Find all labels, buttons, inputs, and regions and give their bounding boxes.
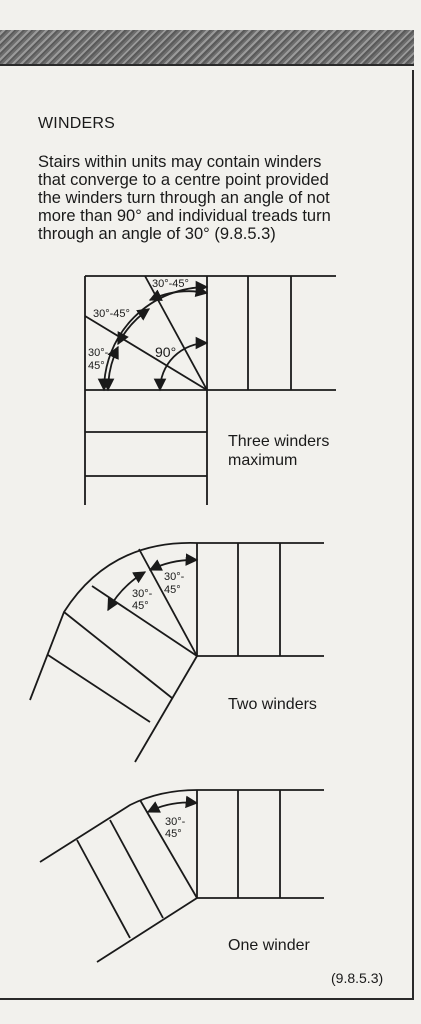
angle-label: 30°- (165, 816, 186, 828)
three-winders-caption: Three winders maximum (228, 432, 329, 470)
header-bar (0, 30, 414, 66)
two-winders-caption: Two winders (228, 696, 317, 713)
intro-line: Stairs within units may contain winders (38, 153, 322, 171)
one-winder-diagram (39, 789, 324, 963)
angle-label: 30°-45° (93, 308, 130, 320)
caption-line: Three winders (228, 433, 330, 450)
right-angle-label: 90° (155, 344, 176, 360)
three-winders-diagram (84, 275, 336, 505)
intro-line: more than 90° and individual treads turn (38, 207, 331, 225)
angle-label: 45° (165, 828, 182, 840)
angle-label: 45° (88, 360, 105, 372)
angle-label: 30°- (88, 347, 109, 359)
section-title: WINDERS (38, 115, 115, 132)
intro-line: that converge to a centre point provided (38, 171, 329, 189)
angle-label: 30°- (164, 571, 185, 583)
reference-label: (9.8.5.3) (331, 970, 384, 986)
angle-label: 30°-45° (152, 278, 189, 290)
intro-line: through an angle of 30° (9.8.5.3) (38, 225, 276, 243)
angle-label: 30°- (132, 588, 153, 600)
angle-label: 45° (164, 584, 181, 596)
one-winder-caption: One winder (228, 937, 310, 954)
intro-paragraph: Stairs within units may contain winders … (38, 153, 378, 243)
caption-line: maximum (228, 452, 298, 469)
content-panel (0, 70, 414, 1000)
angle-label: 45° (132, 600, 149, 612)
two-winders-diagram (29, 542, 324, 763)
intro-line: the winders turn through an angle of not (38, 189, 330, 207)
